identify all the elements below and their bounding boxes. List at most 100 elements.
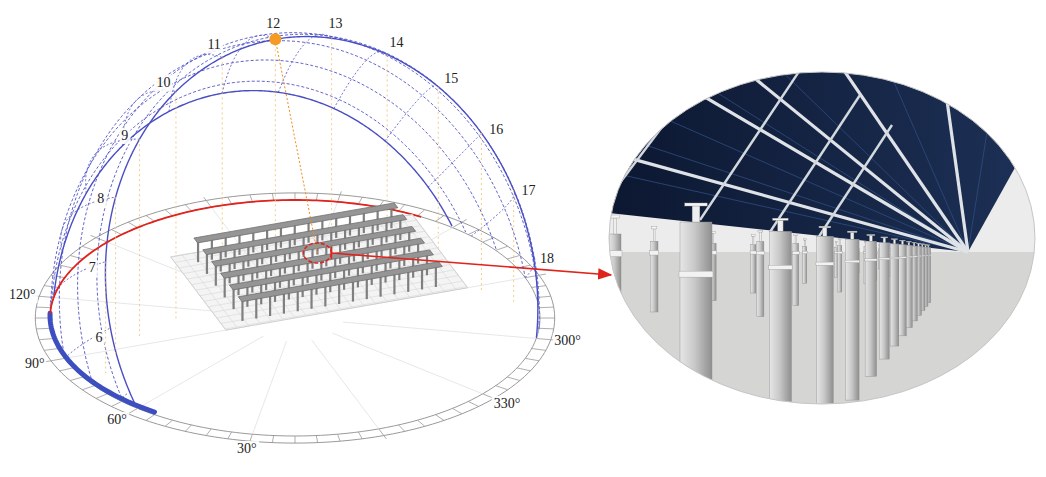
ground-grid xyxy=(171,215,468,331)
column-cap xyxy=(557,219,564,222)
support-column xyxy=(837,245,841,292)
azimuth-tick xyxy=(272,436,273,443)
grid-line xyxy=(221,281,463,323)
azimuth-tick xyxy=(206,429,211,436)
drop-line xyxy=(331,38,332,284)
azimuth-label: 60° xyxy=(105,412,129,428)
column-clamp xyxy=(865,259,877,261)
azimuth-tick xyxy=(295,193,296,200)
azimuth-tick xyxy=(540,318,555,319)
hour-line xyxy=(428,133,481,187)
support-column xyxy=(650,241,658,312)
hour-line xyxy=(471,190,515,236)
azimuth-tick xyxy=(496,386,508,390)
azimuth-tick xyxy=(36,328,51,330)
azimuth-tick xyxy=(165,420,172,426)
day-path xyxy=(78,33,539,383)
azimuth-tick xyxy=(316,193,317,200)
hour-line xyxy=(86,139,139,193)
day-path xyxy=(51,81,465,304)
support-column xyxy=(845,239,859,400)
roof-beam xyxy=(830,50,968,252)
hour-label: 13 xyxy=(327,16,345,32)
column-cap xyxy=(867,235,875,236)
azimuth-label: 300° xyxy=(552,333,583,349)
grid-line xyxy=(171,257,226,330)
grid-line xyxy=(213,270,455,312)
drop-line xyxy=(139,139,140,336)
azimuth-tick xyxy=(399,205,405,211)
hour-line xyxy=(334,51,387,108)
column-cap xyxy=(819,226,831,228)
pv-post xyxy=(421,267,423,289)
azimuth-tick xyxy=(418,210,425,216)
column-clamp xyxy=(837,252,842,254)
azimuth-tick xyxy=(316,436,317,443)
azimuth-tick xyxy=(436,216,444,222)
column-bracket xyxy=(851,232,854,239)
hour-line xyxy=(169,55,222,112)
support-column xyxy=(609,234,621,362)
column-clamp xyxy=(650,250,659,255)
column-cap xyxy=(611,215,619,218)
column-cap xyxy=(920,243,924,245)
column-bracket xyxy=(913,243,915,246)
pv-post xyxy=(297,289,299,311)
azimuth-tick xyxy=(111,230,121,235)
column-clamp xyxy=(750,251,756,254)
column-cap xyxy=(912,242,916,244)
ground-plane xyxy=(171,215,468,331)
inset-outline xyxy=(609,72,1035,404)
drop-line xyxy=(105,262,106,374)
column-bracket xyxy=(922,244,923,247)
azimuth-tick xyxy=(399,425,405,431)
column-cap xyxy=(838,239,841,240)
azimuth-tick xyxy=(436,415,444,421)
drop-line xyxy=(513,190,514,302)
azimuth-label: 90° xyxy=(23,356,47,372)
azimuth-tick xyxy=(185,425,191,431)
azimuth-tick xyxy=(111,401,121,406)
column-cap xyxy=(891,238,897,240)
column-cap xyxy=(758,230,763,232)
support-column xyxy=(879,243,889,359)
column-clamp xyxy=(898,257,906,258)
hour-line xyxy=(65,329,110,359)
azimuth-tick xyxy=(358,197,362,204)
hour-label: 10 xyxy=(154,75,172,91)
column-cap xyxy=(906,241,911,243)
roof-beam xyxy=(625,50,968,252)
pv-post xyxy=(215,264,217,286)
azimuth-tick xyxy=(70,255,83,259)
hour-label: 12 xyxy=(264,16,282,32)
azimuth-tick xyxy=(539,307,554,309)
sun-path-dome xyxy=(50,33,539,412)
pv-post xyxy=(269,294,271,316)
azimuth-spoke xyxy=(65,326,249,358)
column-cap xyxy=(651,227,656,229)
zoom-arrow-tick xyxy=(331,247,333,259)
azimuth-tick xyxy=(185,205,191,211)
column-bracket xyxy=(902,241,904,245)
hour-label: 15 xyxy=(442,71,460,87)
pv-post xyxy=(393,272,395,294)
azimuth-tick xyxy=(96,394,107,399)
azimuth-tick xyxy=(539,328,554,330)
horizon-band xyxy=(50,313,154,412)
pv-post xyxy=(379,275,381,297)
azimuth-tick xyxy=(146,415,154,421)
azimuth-tick xyxy=(295,436,296,443)
hour-label: 7 xyxy=(87,260,98,276)
support-column xyxy=(899,245,907,336)
hour-line xyxy=(525,254,534,277)
azimuth-label: 30° xyxy=(235,441,259,457)
column-cap xyxy=(751,235,755,237)
azimuth-tick xyxy=(272,193,273,200)
hour-line xyxy=(385,85,438,141)
roof-beam xyxy=(940,50,968,252)
pv-post xyxy=(283,292,285,314)
column-cap xyxy=(773,218,788,220)
azimuth-tick xyxy=(525,358,539,360)
zoom-arrow xyxy=(331,253,611,275)
column-bracket xyxy=(804,240,806,246)
